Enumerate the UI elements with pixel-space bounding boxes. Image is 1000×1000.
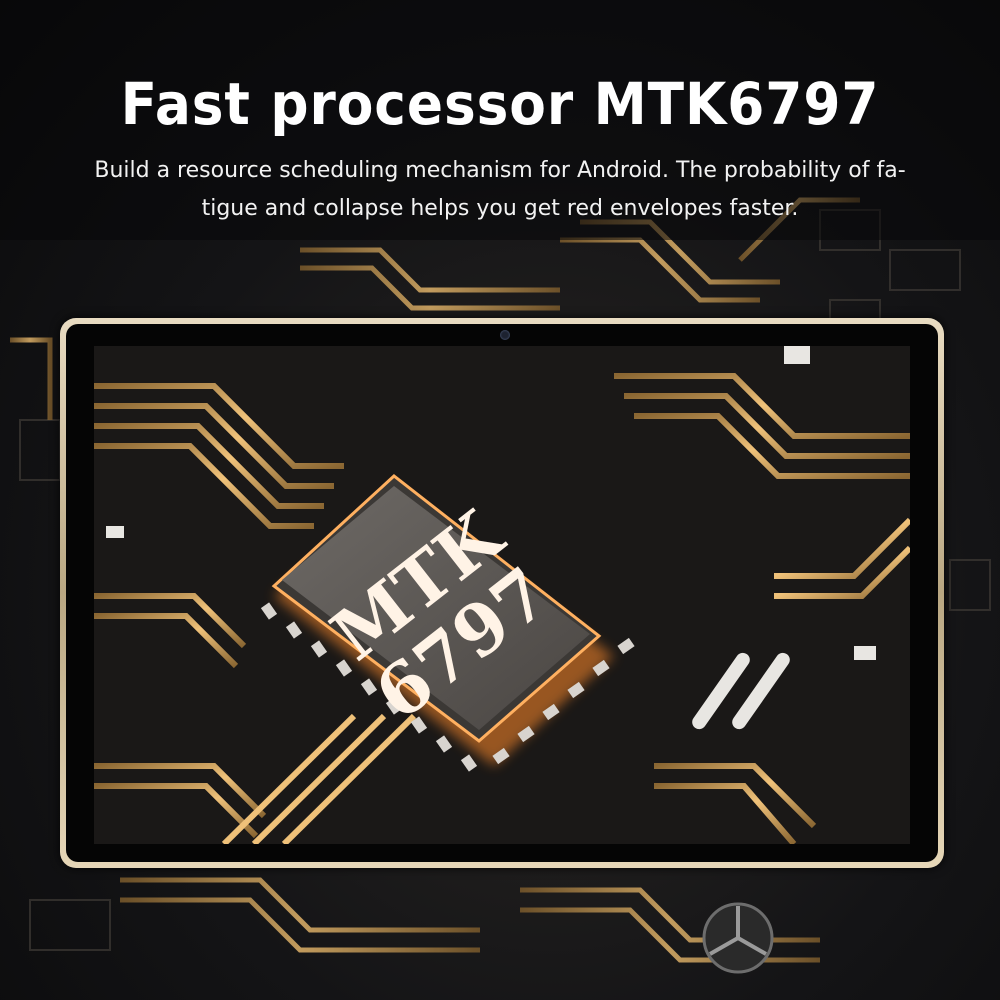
front-camera (500, 330, 510, 340)
chip-illustration: MTK 6797 (94, 346, 910, 844)
subtitle: Build a resource scheduling mechanism fo… (40, 152, 960, 228)
tablet-bezel: MTK 6797 (66, 324, 938, 862)
tablet-screen: MTK 6797 (94, 346, 910, 844)
tablet-device: MTK 6797 (60, 318, 944, 868)
headline: Fast processor MTK6797 (120, 70, 880, 138)
subtitle-line-1: Build a resource scheduling mechanism fo… (94, 158, 906, 183)
subtitle-line-2: tigue and collapse helps you get red env… (201, 196, 799, 221)
